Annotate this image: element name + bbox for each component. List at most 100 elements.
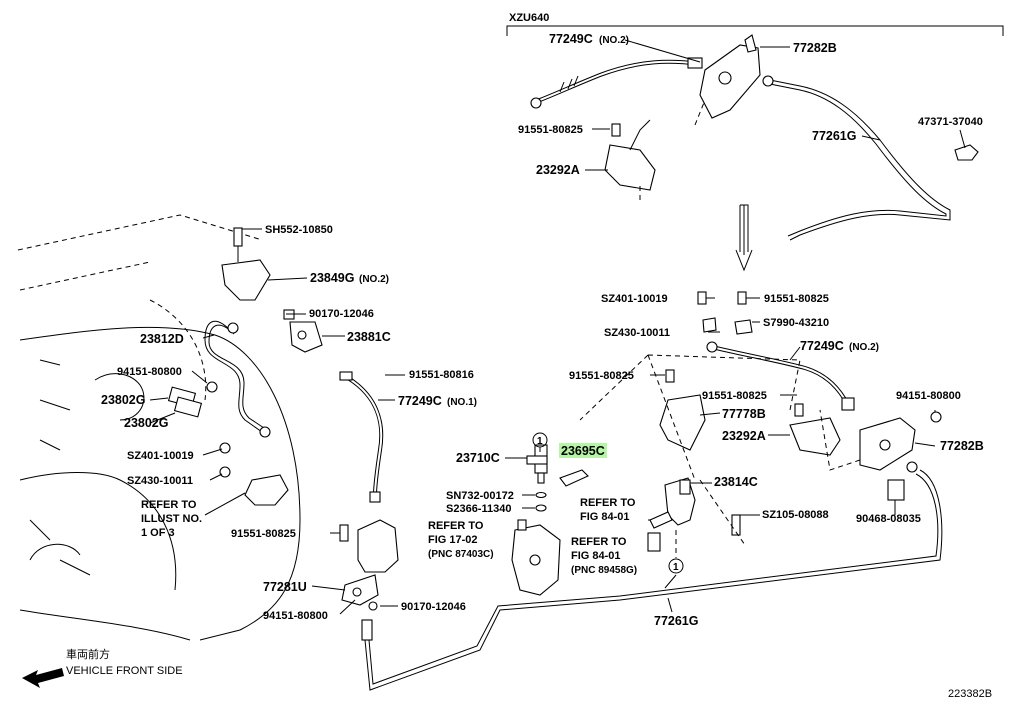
- part-23695c-shape: [559, 469, 589, 487]
- bracket-23292a-top: [604, 119, 656, 200]
- vehicle-front-en: VEHICLE FRONT SIDE: [66, 665, 183, 677]
- label-91551-80816[interactable]: 91551-80816: [409, 369, 474, 381]
- bracket-23292a-right: [789, 403, 841, 456]
- label-77282b-right[interactable]: 77282B: [940, 439, 984, 453]
- refer-84-01-b-line1: REFER TO: [571, 536, 627, 548]
- label-91551-80825-e[interactable]: 91551-80825: [702, 390, 767, 402]
- label-77249c-right[interactable]: 77249C: [800, 339, 844, 353]
- hose-77249c-no1: [339, 371, 384, 503]
- note-no2-top: (NO.2): [599, 35, 629, 46]
- callout-1-top: 1: [532, 432, 548, 448]
- refer-illust-line3: 1 OF 3: [141, 527, 175, 539]
- switch-refer: [647, 511, 673, 552]
- refer-84-01-b-line2: FIG 84-01: [571, 550, 621, 562]
- refer-84-01-a-line1: REFER TO: [580, 497, 636, 509]
- label-77249c-no1[interactable]: 77249C: [398, 394, 442, 408]
- label-94151-80800-b[interactable]: 94151-80800: [263, 610, 328, 622]
- pipe-23812d: [204, 320, 271, 438]
- label-90170-12046-a[interactable]: 90170-12046: [309, 308, 374, 320]
- label-23802g-a[interactable]: 23802G: [101, 393, 145, 407]
- refer-84-01-b-line3: (PNC 89458G): [571, 565, 637, 576]
- svg-text:1: 1: [537, 436, 543, 447]
- label-91551-80825-a[interactable]: 91551-80825: [518, 124, 583, 136]
- note-no2-right: (NO.2): [849, 342, 879, 353]
- label-sh552-10850[interactable]: SH552-10850: [265, 224, 333, 236]
- note-no2-23849g: (NO.2): [359, 274, 389, 285]
- label-23812d[interactable]: 23812D: [140, 332, 184, 346]
- label-s2366-11340[interactable]: S2366-11340: [446, 503, 511, 515]
- label-23695c[interactable]: 23695C: [561, 444, 605, 458]
- label-sz430-10011-b[interactable]: SZ430-10011: [604, 327, 670, 339]
- label-94151-80800-c[interactable]: 94151-80800: [896, 390, 961, 402]
- clamp-47371: [954, 144, 979, 161]
- label-77249c-top[interactable]: 77249C: [549, 32, 593, 46]
- callout-1-bottom: 1: [668, 558, 684, 574]
- label-sz401-10019-b[interactable]: SZ401-10019: [601, 293, 668, 305]
- refer-17-02-line3: (PNC 87403C): [428, 549, 494, 560]
- label-91551-80825-b[interactable]: 91551-80825: [231, 528, 296, 540]
- small-washers: [535, 491, 547, 512]
- clip-90468: [887, 479, 905, 501]
- refer-17-02-line1: REFER TO: [428, 520, 484, 532]
- vehicle-front-indicator: 車両前方 VEHICLE FRONT SIDE: [22, 647, 183, 688]
- label-s7990-43210[interactable]: S7990-43210: [763, 317, 829, 329]
- valve-23814c: [664, 477, 696, 526]
- label-23881c[interactable]: 23881C: [347, 330, 391, 344]
- svg-text:1: 1: [673, 562, 679, 573]
- label-77778b[interactable]: 77778B: [722, 407, 766, 421]
- bracket-left-lower: [219, 442, 289, 506]
- label-23292a-top[interactable]: 23292A: [536, 163, 580, 177]
- bracket-77282b-top: [699, 34, 761, 119]
- group-bracket: XZU640: [506, 12, 1004, 36]
- cylinder-body-refer: [511, 519, 561, 596]
- label-90468-08035[interactable]: 90468-08035: [856, 513, 921, 525]
- arrow-left-icon: [22, 668, 64, 688]
- bolt: [611, 123, 621, 137]
- cylinder-23710c: [526, 444, 548, 484]
- reservoir-77281u: [339, 519, 399, 611]
- part-labels: 77249C (NO.2) 77282B 91551-80825 23292A …: [101, 32, 984, 628]
- bracket-23849g: [221, 227, 271, 301]
- label-91551-80825-c[interactable]: 91551-80825: [764, 293, 829, 305]
- vehicle-front-jp: 車両前方: [66, 647, 110, 661]
- label-91551-80825-d[interactable]: 91551-80825: [569, 370, 634, 382]
- label-77261g-bottom[interactable]: 77261G: [654, 614, 698, 628]
- label-23292a-right[interactable]: 23292A: [722, 429, 766, 443]
- label-sz430-10011-a[interactable]: SZ430-10011: [127, 475, 193, 487]
- bracket-77778b: [659, 394, 706, 451]
- arrow-down-icon: [735, 204, 753, 272]
- label-23710c[interactable]: 23710C: [456, 451, 500, 465]
- diagram-id: 223382B: [948, 688, 992, 700]
- hose-77249c-right: [706, 341, 855, 411]
- label-47371-37040[interactable]: 47371-37040: [918, 116, 983, 128]
- leader-lines: [149, 39, 966, 615]
- refer-17-02-line2: FIG 17-02: [428, 534, 478, 546]
- label-sz105-08088[interactable]: SZ105-08088: [762, 509, 829, 521]
- highlight-23695c: [559, 443, 607, 458]
- refer-illust-line2: ILLUST NO.: [141, 513, 202, 525]
- hose-77249c-top: [530, 57, 703, 109]
- label-sn732-00172[interactable]: SN732-00172: [446, 490, 514, 502]
- label-94151-80800-a[interactable]: 94151-80800: [117, 366, 182, 378]
- refer-84-01-a-line2: FIG 84-01: [580, 511, 630, 523]
- label-23814c[interactable]: 23814C: [714, 475, 758, 489]
- label-23849g[interactable]: 23849G: [310, 271, 354, 285]
- label-77282b-top[interactable]: 77282B: [793, 41, 837, 55]
- bolts-right: [665, 291, 942, 536]
- hose-fitting: [687, 57, 703, 69]
- label-23802g-b[interactable]: 23802G: [124, 416, 168, 430]
- group-label: XZU640: [509, 12, 549, 24]
- label-77281u[interactable]: 77281U: [263, 580, 307, 594]
- label-sz401-10019-a[interactable]: SZ401-10019: [127, 450, 194, 462]
- bracket-77282b-right: [859, 417, 916, 471]
- pipe-77261g-top: [762, 75, 979, 241]
- transmission-outline: [17, 214, 301, 641]
- clip-23802g: [167, 381, 218, 418]
- pipe-77261g-bottom: [361, 461, 943, 691]
- label-90170-12046-b[interactable]: 90170-12046: [401, 601, 466, 613]
- refer-illust-line1: REFER TO: [141, 499, 197, 511]
- label-77261g-top[interactable]: 77261G: [812, 129, 856, 143]
- note-no1: (NO.1): [447, 397, 477, 408]
- banjo-fitting: [530, 97, 542, 109]
